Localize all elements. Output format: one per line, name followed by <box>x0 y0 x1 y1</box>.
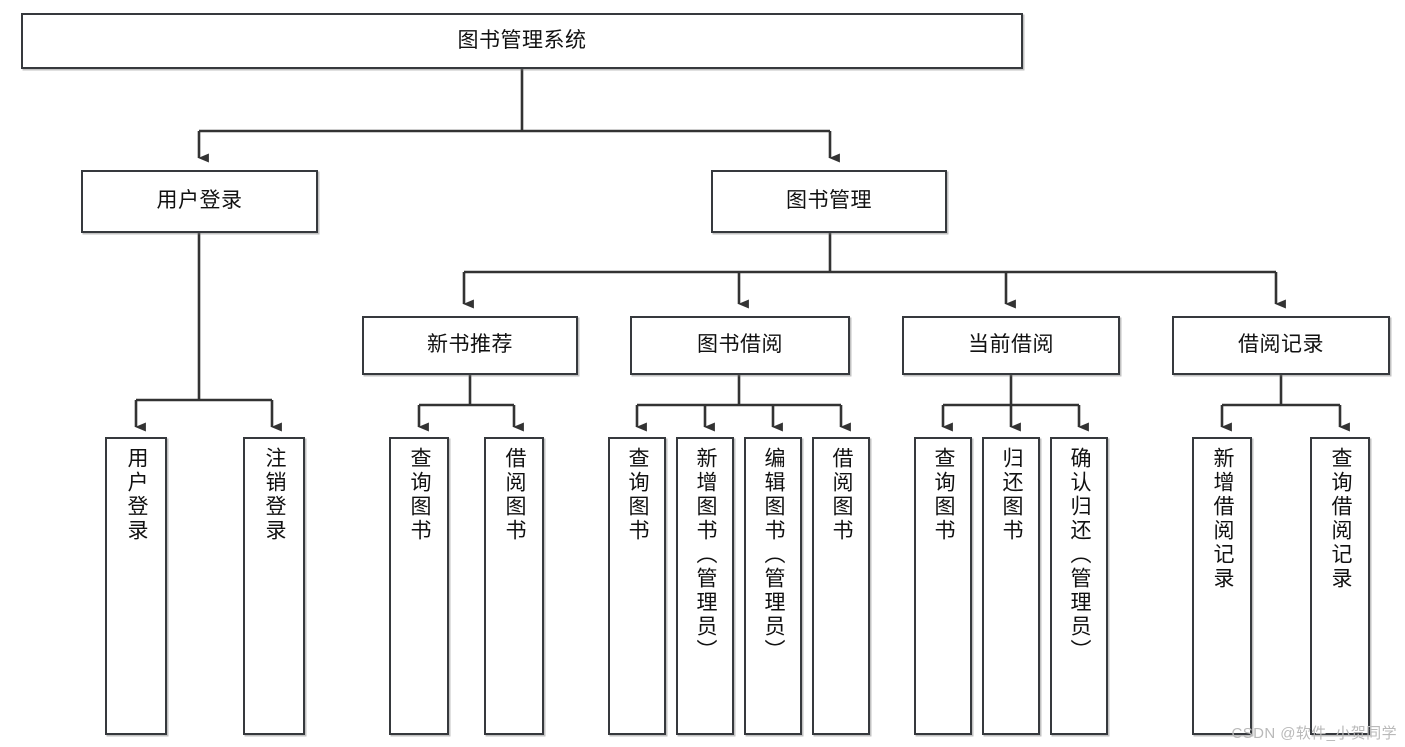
node-leaf-borrow-book-recommend-label: 借阅图书 <box>503 447 527 543</box>
node-borrow-record-label: 借阅记录 <box>1238 333 1324 357</box>
node-leaf-borrow-book-label: 借阅图书 <box>830 447 854 543</box>
node-current-borrow[interactable]: 当前借阅 <box>902 316 1120 375</box>
node-leaf-return-book-label: 归还图书 <box>1000 447 1024 543</box>
node-user-login-label: 用户登录 <box>156 189 243 213</box>
node-root-label: 图书管理系统 <box>457 28 587 52</box>
node-leaf-query-borrow-record-label: 查询借阅记录 <box>1329 447 1353 591</box>
node-leaf-query-book-current[interactable]: 查询图书 <box>914 437 972 735</box>
node-current-borrow-label: 当前借阅 <box>968 333 1054 357</box>
node-root[interactable]: 图书管理系统 <box>21 13 1023 69</box>
node-leaf-add-book-label: 新增图书（管理员） <box>694 447 718 663</box>
node-book-borrow[interactable]: 图书借阅 <box>630 316 850 375</box>
node-leaf-confirm-return[interactable]: 确认归还（管理员） <box>1050 437 1108 735</box>
node-leaf-query-borrow-record[interactable]: 查询借阅记录 <box>1310 437 1370 735</box>
node-leaf-user-login-label: 用户登录 <box>125 447 149 543</box>
node-leaf-edit-book[interactable]: 编辑图书（管理员） <box>744 437 802 735</box>
node-book-manage[interactable]: 图书管理 <box>711 170 947 233</box>
node-leaf-logout-label: 注销登录 <box>263 447 287 543</box>
node-leaf-add-borrow-record[interactable]: 新增借阅记录 <box>1192 437 1252 735</box>
node-leaf-user-login[interactable]: 用户登录 <box>105 437 167 735</box>
node-leaf-query-book-borrow-label: 查询图书 <box>626 447 650 543</box>
node-user-login[interactable]: 用户登录 <box>81 170 318 233</box>
node-leaf-query-book-recommend-label: 查询图书 <box>408 447 432 543</box>
node-book-borrow-label: 图书借阅 <box>697 333 783 357</box>
node-leaf-add-borrow-record-label: 新增借阅记录 <box>1211 447 1235 591</box>
node-leaf-return-book[interactable]: 归还图书 <box>982 437 1040 735</box>
node-borrow-record[interactable]: 借阅记录 <box>1172 316 1390 375</box>
node-leaf-query-book-recommend[interactable]: 查询图书 <box>389 437 449 735</box>
csdn-watermark: CSDN @软件_小贺同学 <box>1231 725 1397 742</box>
node-leaf-logout[interactable]: 注销登录 <box>243 437 305 735</box>
node-new-book-recommend-label: 新书推荐 <box>427 333 513 357</box>
node-leaf-edit-book-label: 编辑图书（管理员） <box>762 447 786 663</box>
node-leaf-add-book[interactable]: 新增图书（管理员） <box>676 437 734 735</box>
node-leaf-query-book-borrow[interactable]: 查询图书 <box>608 437 666 735</box>
node-leaf-borrow-book[interactable]: 借阅图书 <box>812 437 870 735</box>
node-leaf-query-book-current-label: 查询图书 <box>932 447 956 543</box>
node-leaf-confirm-return-label: 确认归还（管理员） <box>1068 447 1092 663</box>
node-leaf-borrow-book-recommend[interactable]: 借阅图书 <box>484 437 544 735</box>
node-book-manage-label: 图书管理 <box>786 189 872 213</box>
node-new-book-recommend[interactable]: 新书推荐 <box>362 316 578 375</box>
